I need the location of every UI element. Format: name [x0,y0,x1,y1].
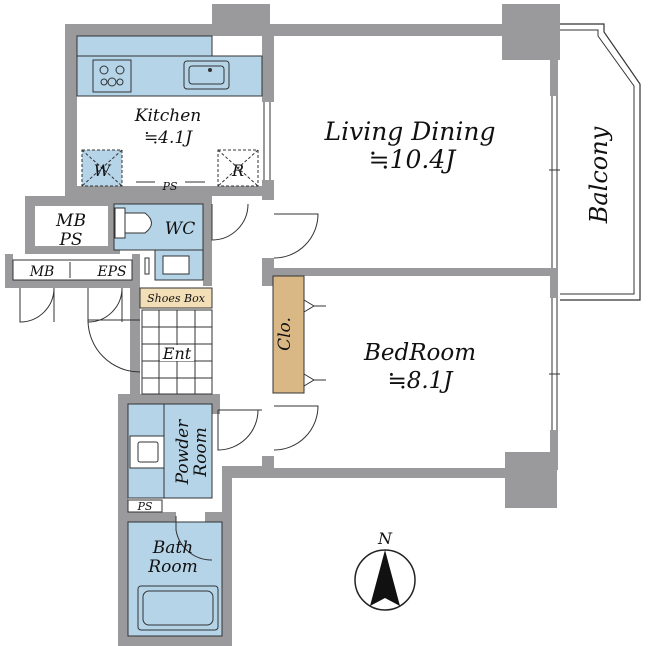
north-compass: N [354,529,416,611]
closet-label: Clo. [275,317,295,351]
mb-eps-strip: MB EPS [12,259,133,323]
living-door-icon [273,213,319,259]
entrance-label: Ent [162,344,192,363]
closet-door-bottom-icon [303,373,315,387]
bath-room-label-1: Bath [152,538,193,558]
front-door-icon [87,319,141,373]
compass-arrow-icon [370,550,400,606]
mb-eps-mb-label: MB [29,264,55,280]
kitchen-area: W R Kitchen ≒4.1J PS [76,35,271,193]
fridge-label: R [231,161,244,180]
wc-sink-basin-icon [162,255,190,275]
mb-door-icon [19,287,55,323]
bathtub-icon [137,585,219,631]
compass-label: N [377,529,393,548]
toilet-icon [114,207,152,239]
living-dining: Living Dining ≒10.4J [323,96,560,268]
balcony-label: Balcony [585,126,613,224]
stove-icon [92,59,132,93]
kitchen-upper-cabinet [76,35,213,57]
wc-label: WC [165,219,195,239]
living-dining-label: Living Dining [323,117,495,146]
bath-room: Bath Room [127,516,223,637]
balcony: Balcony [560,23,641,301]
kitchen-counter [76,55,263,97]
kitchen-label: Kitchen [134,106,201,126]
living-dining-size: ≒10.4J [369,145,458,174]
bedroom-label: BedRoom [363,340,476,366]
closet [272,275,305,394]
mb-ps-shaft: MB PS [55,211,86,250]
wc-door-icon [211,203,249,241]
shoes-box-label: Shoes Box [147,292,206,305]
bath-room-label-2: Room [147,557,197,577]
powder-door-icon [217,409,259,451]
mb-label: MB [55,211,86,231]
powder-room-label-1: Powder [173,419,193,485]
eps-door-icon [87,287,123,323]
entrance-tiles [141,309,213,395]
powder-room: Powder Room PS [127,403,213,513]
sink-icon [183,60,230,90]
washer-space [81,149,123,187]
wc-room: WC [113,203,249,281]
bedroom-door-icon [273,405,319,451]
walls [5,4,560,646]
bath-door-icon [175,516,213,561]
mb-eps-eps-label: EPS [96,264,126,280]
bedroom: BedRoom ≒8.1J Clo. [272,275,560,430]
powder-room-label-2: Room [191,427,211,477]
closet-door-top-icon [303,299,315,313]
bedroom-size: ≒8.1J [387,368,454,394]
shoes-box [139,287,213,309]
kitchen-ps-label: PS [162,180,178,193]
ps-label: PS [58,230,82,250]
kitchen-size: ≒4.1J [144,128,193,148]
powder-ps-label: PS [137,500,153,513]
entrance: Shoes Box Ent [87,287,213,395]
washer-label: W [94,161,112,180]
fridge-space [217,149,259,187]
